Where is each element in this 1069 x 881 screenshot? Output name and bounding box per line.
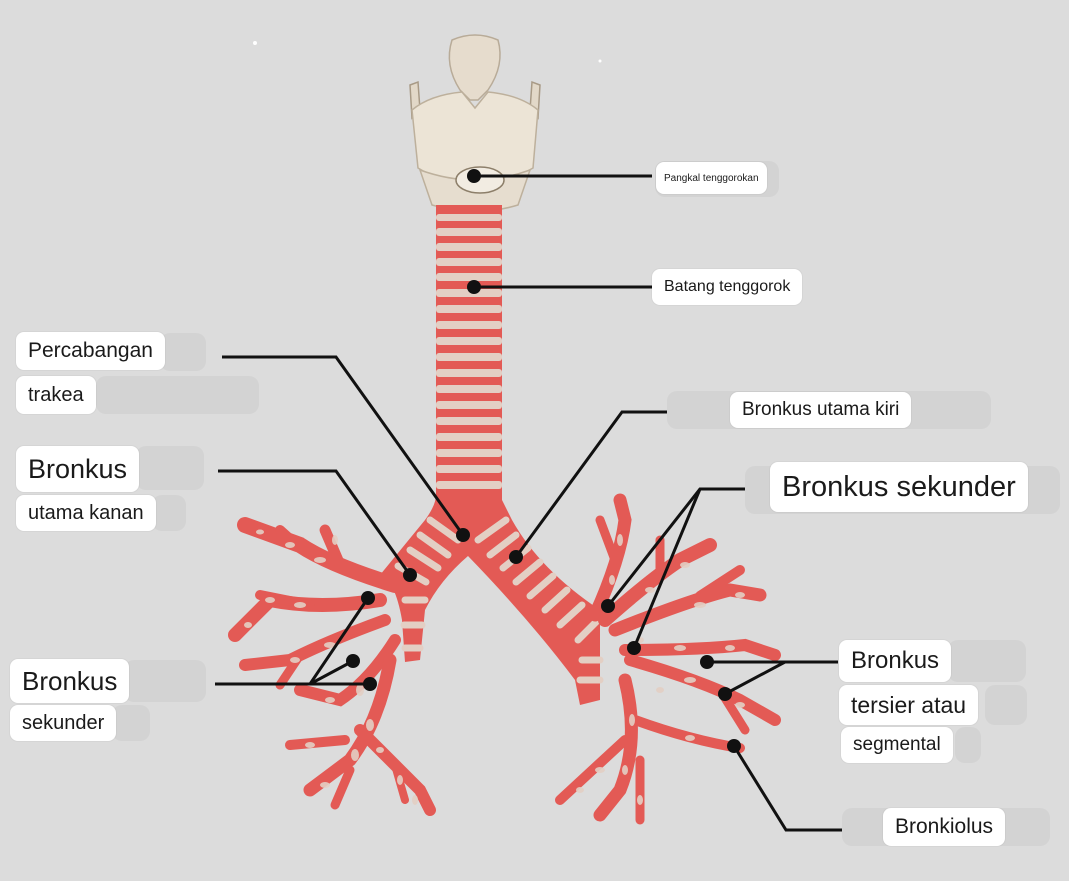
label-shadow [152,495,186,531]
label-shadow [136,446,204,490]
leader-right-main-bronchus [218,469,412,576]
label-tertiary-bronchus-line2: tersier atau [839,685,979,725]
label-shadow [124,660,206,702]
leader-bronchiole [732,745,842,832]
bronchial-tree-illustration [228,205,781,825]
pointer-dot [467,280,481,294]
label-carina-line2: trakea [16,376,96,414]
leader-secondary-left-b [309,659,354,686]
pointer-dot [700,655,714,669]
pointer-dot [467,169,481,183]
pointer-dot [346,654,360,668]
pointer-dot [718,687,732,701]
pointer-dot [456,528,470,542]
label-shadow [955,727,981,763]
speck [598,59,602,63]
leader-carina [222,355,465,536]
label-tertiary-bronchus-line1: Bronkus [839,640,952,682]
leader-tertiary-b [724,660,786,696]
label-right-main-bronchus-line2: utama kanan [16,495,156,531]
leader-lines [215,174,842,832]
pointer-dot [509,550,523,564]
label-trachea: Batang tenggorok [652,269,803,305]
label-shadow [948,640,1026,682]
label-shadow [985,685,1027,725]
pointer-dot [363,677,377,691]
leader-left-main-bronchus [514,410,667,558]
pointer-dot [727,739,741,753]
leader-secondary-right-b [632,488,702,649]
label-left-main-bronchus: Bronkus utama kiri [730,392,912,428]
label-carina-line1: Percabangan [16,332,165,370]
label-secondary-bronchus-right: Bronkus sekunder [770,462,1028,512]
label-right-main-bronchus-line1: Bronkus [16,446,140,492]
pointer-dot [601,599,615,613]
label-larynx: Pangkal tenggorokan [656,162,767,194]
pointer-dot [361,591,375,605]
label-shadow [96,376,259,414]
pointer-dot [627,641,641,655]
larynx-illustration [409,34,541,213]
label-shadow [112,705,150,741]
label-secondary-bronchus-left-line1: Bronkus [10,659,130,703]
label-bronchiole: Bronkiolus [883,808,1006,846]
label-shadow [160,333,206,371]
label-tertiary-bronchus-line3: segmental [841,727,953,763]
speck [253,41,257,45]
pointer-dot [403,568,417,582]
label-secondary-bronchus-left-line2: sekunder [10,705,117,741]
